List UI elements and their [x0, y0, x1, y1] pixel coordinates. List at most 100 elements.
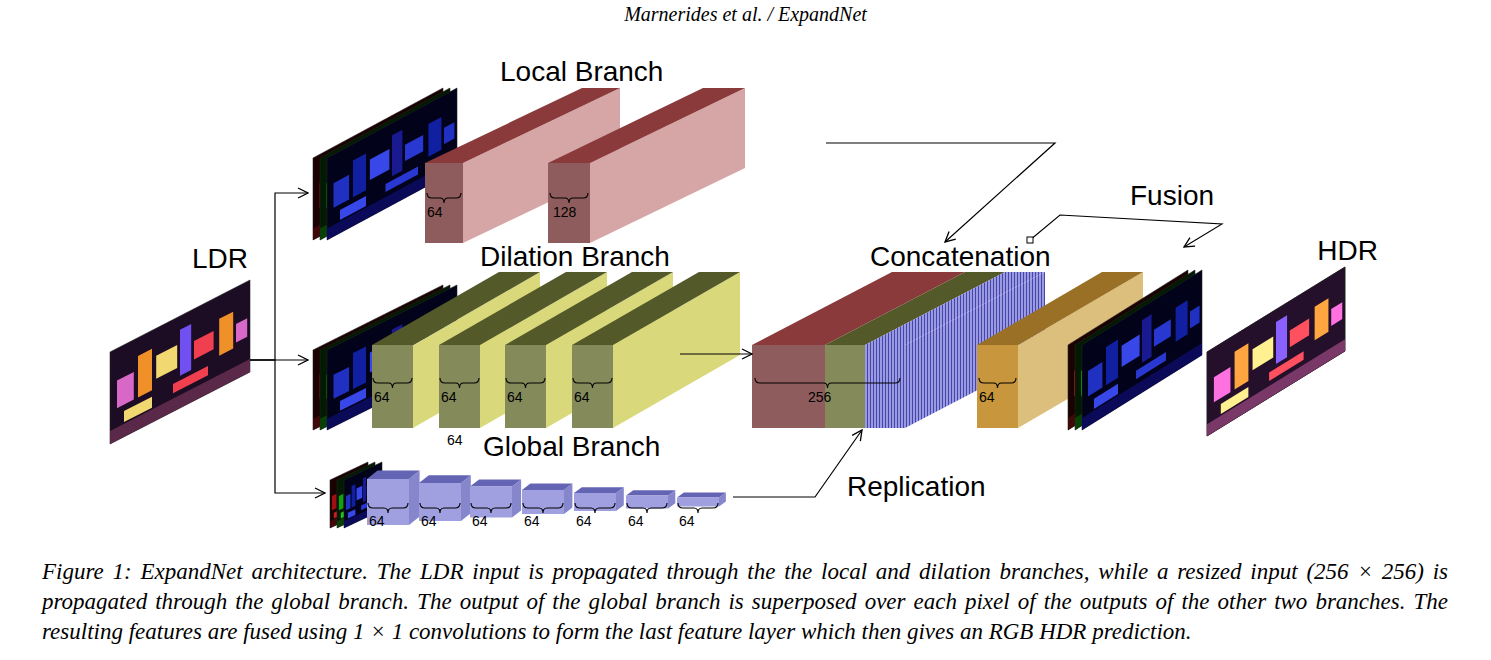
- block-side: [461, 475, 471, 521]
- callout-label: Fusion: [1130, 181, 1214, 212]
- image-detail: [1142, 314, 1152, 363]
- block-front: [470, 487, 512, 518]
- branch-region: Dilation Branch: [308, 242, 680, 432]
- branch-region: Concatenation: [752, 242, 1062, 430]
- image-detail: [219, 312, 233, 356]
- channel-count: 64: [979, 390, 995, 405]
- image-detail: [353, 347, 366, 390]
- brace: [368, 503, 408, 513]
- leader-line: [1030, 215, 1222, 247]
- image-detail: [1207, 339, 1345, 436]
- image-detail: [405, 135, 423, 161]
- block-top: [419, 475, 471, 483]
- image-detail: [236, 318, 247, 342]
- ldr-image: [110, 280, 250, 444]
- hdr-image-front: [1207, 267, 1345, 436]
- image-detail: [352, 484, 356, 507]
- image-detail: [1331, 302, 1342, 326]
- image-detail: [194, 331, 214, 359]
- block-top: [522, 484, 572, 490]
- block-top: [367, 470, 420, 479]
- brace: [523, 503, 563, 513]
- brace: [573, 378, 612, 388]
- image-detail: [332, 494, 337, 511]
- global-layer: [574, 487, 624, 511]
- channel-count: 64: [574, 390, 590, 405]
- image-detail: [334, 367, 350, 399]
- brace: [440, 378, 479, 388]
- block-front: [505, 345, 546, 428]
- block-front: [677, 498, 719, 507]
- branch-label: Dilation Branch: [480, 242, 670, 273]
- brace: [678, 503, 718, 513]
- brace: [979, 378, 1016, 388]
- fusion-output-maps-blue: [1082, 270, 1202, 430]
- data-flow-arrow: [733, 430, 862, 497]
- data-flow-arrow: [250, 360, 325, 493]
- branch-label: Local Branch: [500, 57, 663, 88]
- hdr-image: [1207, 267, 1345, 436]
- channel-count: 64: [472, 514, 488, 529]
- block-front: [425, 163, 463, 243]
- channel-count: 128: [553, 205, 576, 220]
- image-detail: [1106, 340, 1118, 386]
- figure-header: Marnerides et al. / ExpandNet: [0, 3, 1491, 25]
- brace: [373, 378, 412, 388]
- brace: [427, 193, 461, 203]
- block-front: [439, 345, 480, 428]
- image-detail: [339, 494, 344, 511]
- global-layer: [522, 484, 572, 514]
- image-detail: [1276, 315, 1287, 364]
- image-detail: [363, 477, 366, 502]
- block-top: [574, 487, 624, 493]
- channel-count: 64: [441, 390, 457, 405]
- image-detail: [180, 324, 191, 376]
- global-layer: [470, 479, 521, 517]
- image-ground: [1082, 270, 1202, 430]
- block-front: [372, 345, 413, 428]
- branch-label: HDR: [1317, 236, 1378, 267]
- image-detail: [1190, 306, 1200, 329]
- image-detail: [1214, 367, 1231, 402]
- image-detail: [1176, 300, 1188, 342]
- image-detail: [428, 117, 441, 157]
- channel-count: 64: [374, 390, 390, 405]
- channel-count: 64: [427, 205, 443, 220]
- brace: [506, 378, 545, 388]
- block-front: [572, 345, 613, 428]
- image-detail: [1276, 315, 1287, 364]
- block-top: [470, 479, 521, 486]
- data-flow-arrow: [826, 143, 1055, 242]
- local-layer: [548, 88, 745, 243]
- brace: [471, 503, 511, 513]
- channel-count: 64: [369, 514, 385, 529]
- channel-count: 64: [507, 390, 523, 405]
- image-ground: [1207, 267, 1345, 436]
- image-detail: [156, 345, 177, 379]
- image-detail: [1122, 335, 1140, 368]
- channel-count: 256: [808, 390, 831, 405]
- block-front: [752, 345, 825, 428]
- image-detail: [1290, 319, 1309, 348]
- image-detail: [1082, 343, 1202, 430]
- block-front: [626, 496, 668, 509]
- channel-count: 64: [679, 514, 695, 529]
- image-detail: [1235, 343, 1249, 389]
- image-detail: [370, 149, 390, 180]
- brace: [575, 503, 615, 513]
- branch-label: LDR: [192, 244, 248, 275]
- brace: [755, 378, 900, 388]
- global-layer: [626, 490, 675, 508]
- block-front: [825, 345, 865, 428]
- block-front: [548, 163, 590, 243]
- block-top: [677, 493, 726, 498]
- channel-count: 64: [576, 514, 592, 529]
- image-detail: [334, 175, 350, 208]
- image-detail: [1154, 319, 1171, 347]
- branch-region: HDR: [1205, 236, 1380, 440]
- concatenation-block: [752, 272, 1045, 428]
- block-front: [522, 490, 564, 514]
- image-detail: [110, 359, 250, 444]
- image-detail: [357, 486, 363, 501]
- channel-count: 64: [447, 433, 463, 448]
